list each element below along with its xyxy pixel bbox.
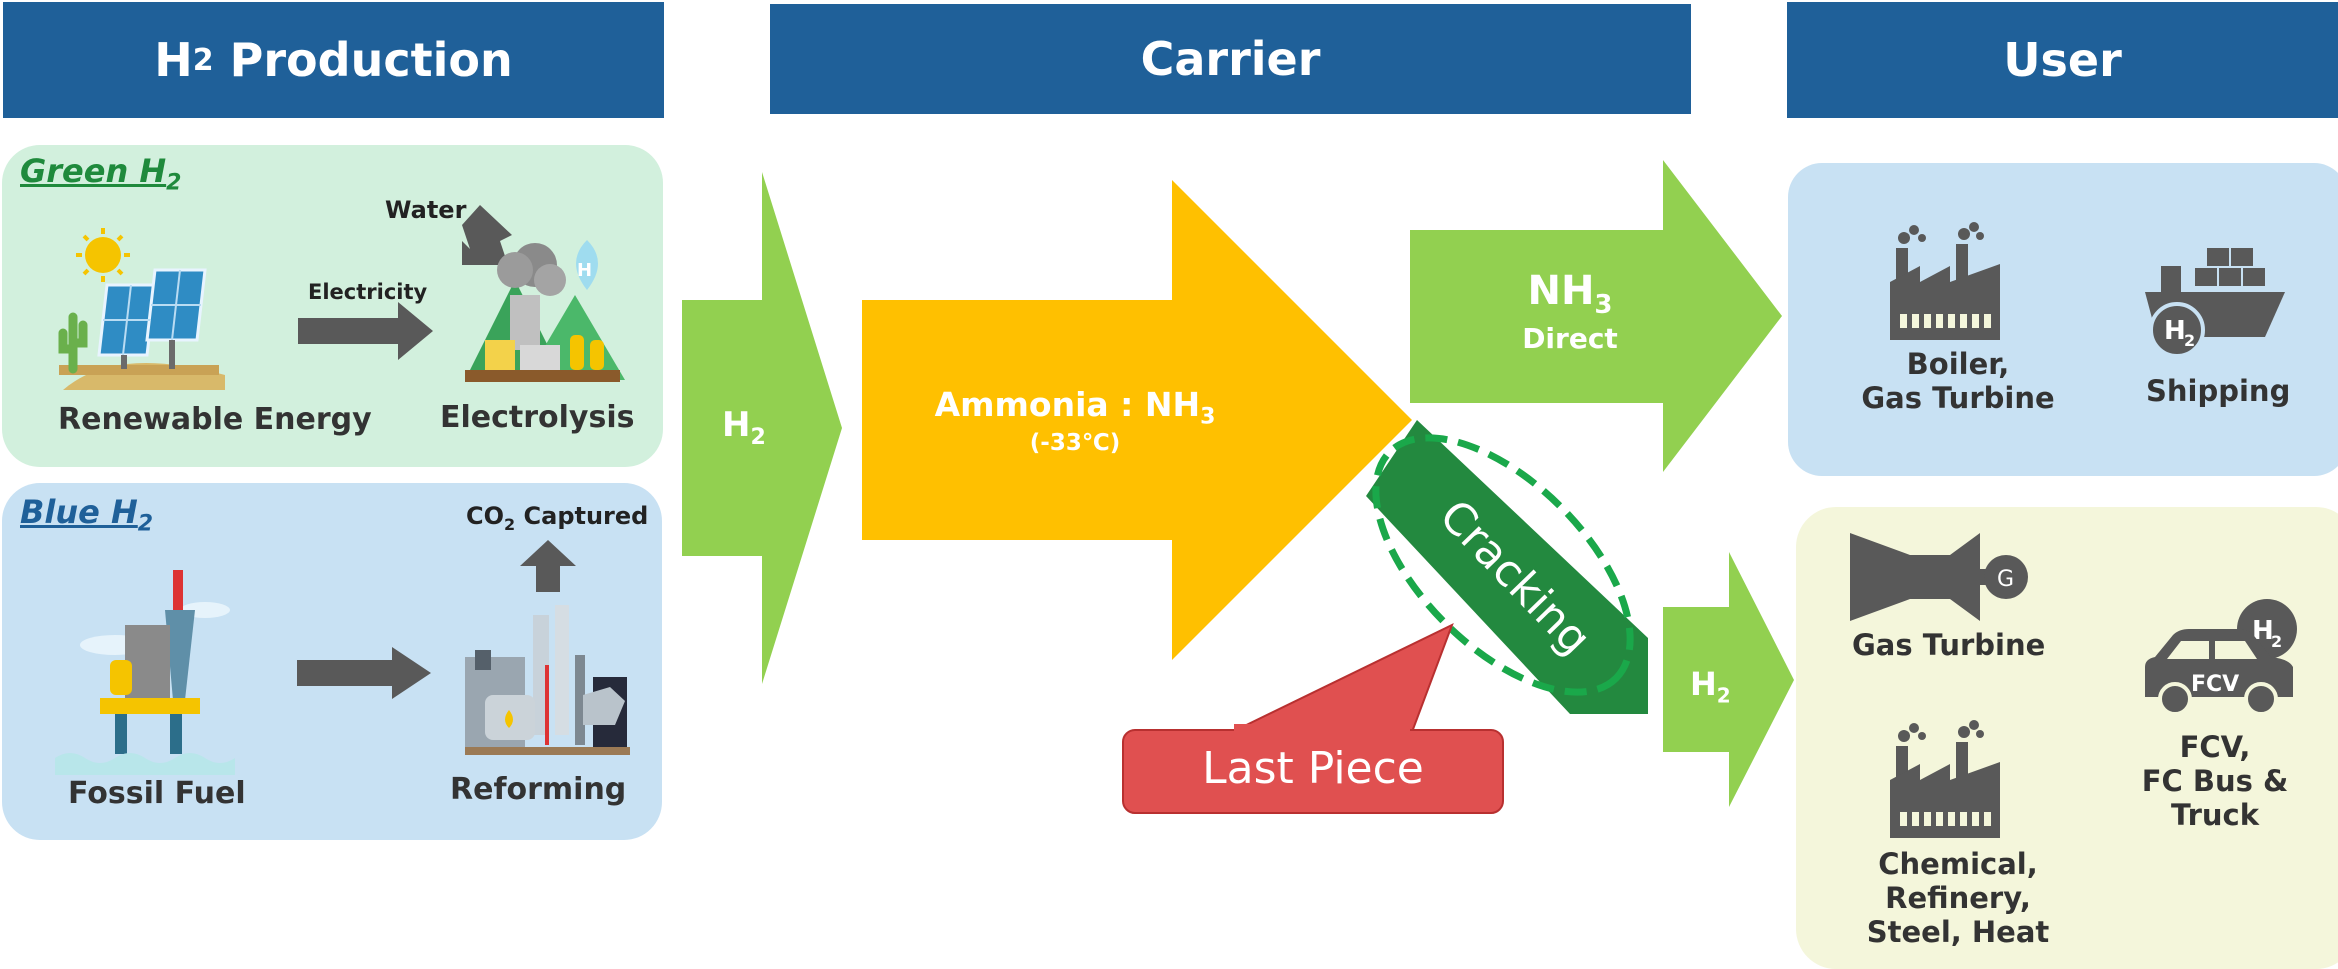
renewable-energy-label: Renewable Energy: [58, 402, 372, 437]
nh3-main: NH: [1527, 268, 1595, 314]
direct-label: Direct: [1522, 322, 1618, 355]
svg-text:H: H: [577, 260, 592, 281]
cracking-highlight-ellipse: [1372, 434, 1634, 696]
electrolysis-icon: H: [465, 240, 625, 382]
green-h2-title: Green H2: [20, 152, 181, 195]
factory-icon: [1890, 222, 2000, 340]
h2-output-arrow: [1663, 552, 1794, 807]
header-carrier-label: Carrier: [1140, 32, 1321, 86]
gas-turbine-icon: G: [1850, 533, 2028, 621]
header-user-label: User: [2003, 33, 2122, 87]
h2-input-arrow: [682, 172, 842, 684]
electricity-arrow: [298, 302, 433, 360]
svg-text:H: H: [2164, 316, 2186, 346]
nh3-sub: 3: [1594, 290, 1613, 320]
ammonia-temp: (-33℃): [1029, 429, 1121, 456]
h2-input-label: H2: [722, 405, 766, 450]
fcv-badge: FCV: [2191, 672, 2239, 697]
ammonia-arrow: [862, 180, 1412, 660]
ammonia-label: Ammonia : NH3 (-33℃): [910, 385, 1240, 456]
fossil-to-reforming-arrow: [297, 647, 431, 699]
blue-h2-title-main: Blue H: [20, 493, 138, 531]
nh3-label: NH3: [1500, 268, 1640, 320]
h2-output-sub: 2: [1716, 683, 1731, 708]
water-label: Water: [385, 196, 467, 224]
h2-output-main: H: [1690, 665, 1717, 703]
green-h2-title-sub: 2: [166, 170, 182, 196]
blue-h2-title: Blue H2: [20, 493, 153, 536]
header-carrier: Carrier: [770, 4, 1691, 114]
reforming-label: Reforming: [450, 772, 627, 807]
last-piece-label: Last Piece: [1202, 743, 1424, 794]
chemical-refinery-label: Chemical, Refinery, Steel, Heat: [1866, 847, 2050, 949]
generator-badge: G: [1997, 567, 2014, 592]
header-h2-production-sub: 2: [192, 42, 214, 78]
co2-sub: 2: [504, 514, 516, 534]
header-h2-production-rest: Production: [213, 33, 513, 87]
header-user: User: [1787, 2, 2338, 118]
fcv-car-icon: H 2 FCV: [2145, 599, 2297, 716]
nh3-direct-label: NH3 Direct: [1500, 268, 1640, 355]
shipping-label: Shipping: [2146, 374, 2291, 408]
ship-icon: H 2: [2145, 248, 2285, 358]
last-piece-callout: [1122, 623, 1504, 814]
ammonia-main: Ammonia : NH: [934, 385, 1201, 424]
header-h2-production-main: H: [154, 33, 193, 87]
green-h2-title-main: Green H: [20, 152, 167, 190]
offshore-rig-icon: [55, 570, 235, 775]
gas-turbine-label: Gas Turbine: [1852, 628, 2046, 662]
water-arrow: [462, 205, 512, 265]
reforming-plant-icon: [465, 605, 630, 755]
boiler-gas-turbine-label: Boiler, Gas Turbine: [1861, 347, 2055, 415]
h2-input-main: H: [722, 405, 751, 445]
electricity-label: Electricity: [308, 280, 428, 304]
blue-h2-title-sub: 2: [137, 511, 154, 537]
co2-main: CO: [466, 502, 505, 530]
fcv-label: FCV, FC Bus & Truck: [2141, 730, 2289, 832]
factory-icon-chemical: [1890, 720, 2000, 838]
h2-output-label: H2: [1690, 665, 1731, 707]
ammonia-name: Ammonia : NH3: [910, 385, 1240, 430]
solar-panel-icon: [58, 228, 225, 390]
svg-text:2: 2: [2184, 331, 2195, 350]
fossil-fuel-label: Fossil Fuel: [68, 776, 246, 811]
nh3-direct-arrow: [1410, 160, 1782, 472]
h2-input-sub: 2: [750, 424, 766, 450]
electrolysis-label: Electrolysis: [440, 400, 635, 435]
co2-captured-label: CO2 Captured: [466, 502, 648, 534]
cracking-arrow: [1366, 420, 1648, 714]
co2-up-arrow: [520, 540, 576, 592]
co2-rest: Captured: [515, 502, 649, 530]
h2-badge-main: H: [2252, 616, 2274, 646]
ammonia-sub: 3: [1200, 404, 1216, 430]
h2-badge-sub: 2: [2271, 632, 2282, 651]
